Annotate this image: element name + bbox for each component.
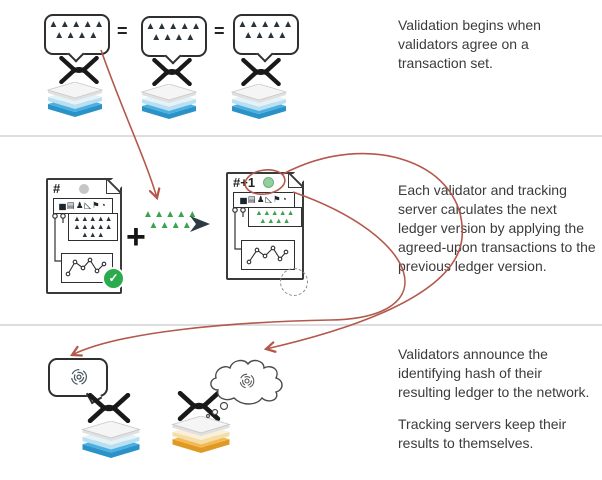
xrp-logo-icon <box>177 391 221 421</box>
folded-corner-icon <box>106 178 122 194</box>
transaction-set-row: ▲▲▲▲▲ <box>237 19 295 30</box>
tx-row: ▲▲▲▲ <box>259 215 291 225</box>
transaction-set-row: ▲▲▲▲ <box>243 30 289 42</box>
transaction-set-row: ▲▲▲▲▲ <box>48 19 106 30</box>
pending-validation-circle <box>280 268 308 296</box>
ledger-stack-icon <box>81 421 141 458</box>
row-divider <box>0 324 602 326</box>
state-data-box <box>241 240 295 270</box>
xrp-logo-icon <box>152 58 192 86</box>
xrp-logo-icon <box>241 58 281 86</box>
tx-row: ▲▲▲▲ <box>148 219 193 231</box>
xrp-logo-icon <box>59 56 99 84</box>
equals-sign: = <box>117 21 128 41</box>
caption-announcement: Validators announce the identifying hash… <box>398 345 594 466</box>
equals-sign: = <box>214 21 225 41</box>
agreed-transactions-green: ▲▲▲▲▲ ▲▲▲▲ <box>143 209 199 231</box>
ledger-index-label: #+1 <box>233 175 256 190</box>
prev-transactions-box: ▲▲▲▲▲ ▲▲▲▲▲ ▲▲▲ <box>68 213 118 241</box>
fingerprint-icon <box>70 368 88 386</box>
tx-row: ▲▲▲ <box>81 229 105 239</box>
validated-check-icon: ✓ <box>102 267 125 290</box>
folded-corner-icon <box>288 172 304 188</box>
ledger-stack-icon <box>230 84 288 119</box>
transaction-set-row: ▲▲▲▲ <box>151 32 197 44</box>
arrow-agreed-set-to-calculation <box>100 49 157 198</box>
state-graph-icon <box>246 245 289 265</box>
ledger-hash-dot-icon <box>263 177 274 188</box>
caption-announce-validators: Validators announce the identifying hash… <box>398 346 590 401</box>
next-ledger-doc: #+1 ▅▤♟◺⚑◔ ▲▲▲▲▲ ▲▲▲▲ <box>226 172 304 280</box>
next-transactions-box: ▲▲▲▲▲ ▲▲▲▲ <box>248 207 302 227</box>
transaction-set-row: ▲▲▲▲ <box>54 30 100 42</box>
hash-dot-icon <box>79 184 89 194</box>
fingerprint-icon <box>239 373 255 389</box>
xrp-logo-icon <box>87 393 131 423</box>
ledger-stack-icon <box>46 82 104 117</box>
ledger-stack-yellow-icon <box>171 416 231 453</box>
connector-pins-icon <box>52 213 66 262</box>
proposal-bubble-2: ▲▲▲▲▲ ▲▲▲▲ <box>141 16 207 65</box>
hash-announce-bubble <box>48 358 108 405</box>
proposal-bubble-1: ▲▲▲▲▲ ▲▲▲▲ <box>44 14 110 63</box>
transaction-set-row: ▲▲▲▲▲ <box>145 21 203 32</box>
caption-announce-tracking: Tracking servers keep their results to t… <box>398 416 567 452</box>
ledger-stack-icon <box>140 84 198 119</box>
proposal-bubble-3: ▲▲▲▲▲ ▲▲▲▲ <box>233 14 299 63</box>
ledger-index-label: # <box>53 181 61 196</box>
caption-calculation: Each validator and tracking server calcu… <box>398 182 596 275</box>
caption-consensus: Validation begins when validators agree … <box>398 17 541 72</box>
row-divider <box>0 135 602 137</box>
tx-row: ▲▲▲▲▲ <box>143 209 199 220</box>
